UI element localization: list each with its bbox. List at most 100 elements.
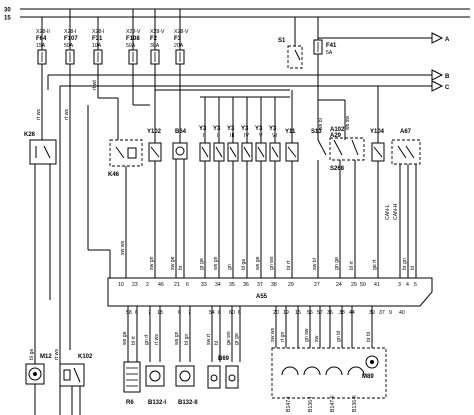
wire-label-1: rt ws [36,109,42,120]
fuse-f41-id: F41 [326,43,337,49]
offpage-label-a: A [445,37,450,43]
rail-label-30: 30 [4,8,11,14]
injector-y3-2-index: II [217,133,220,139]
fuse-f31-rating: 10A [92,43,102,49]
injector-y3-3-label: Y3 [227,126,235,132]
pin-bottom-12: 19 [283,310,289,316]
injector-y3-5-label: Y3 [255,126,263,132]
valve-y102-label: Y102 [147,129,162,135]
relay-k102-label: K102 [78,354,93,360]
offpage-connectors: A B C [48,32,450,92]
fuse-row: X28-II F64 15A X28-I F107 50A X28-I F31 … [36,9,189,140]
valve-y11: Y11 [285,90,299,278]
distribution-bus [133,89,345,106]
lower-wire-label-7: ws gn [174,331,180,345]
lower-wire-label-13: sw ws [270,327,276,342]
motor-m12-label: M12 [40,354,52,360]
valve-y104: Y104 [370,86,385,278]
motor-m89: M89 [362,355,379,380]
sensor-b136-i-label: B136-I [308,397,314,412]
wire-label-12: ws ge [255,256,261,270]
sensor-b64-label: B64 [175,129,187,135]
injector-y3-2: Y3 II [213,97,225,278]
lower-wire-label-16: sw [314,335,320,342]
fuse-f107-id: F107 [64,36,78,42]
fuse-f64-conn: X28-II [36,29,50,35]
fuse-f41: F41 5A [313,17,337,100]
sensor-b132-ii-label: B132-II [178,400,198,406]
sensor-block-b147: B147-I B136-I B147-II B136-II [271,347,387,412]
pin-bottom-1: 58 [126,310,132,316]
resistor-r6-label: R6 [126,400,134,406]
lower-wire-label-11: ge ws [226,331,232,345]
pin-top-17: 50 [360,282,366,288]
sensor-b64: B64 [172,80,188,278]
lower-wire-label-5: gn rt [144,334,150,345]
pin-bottom-21: 9 [389,310,392,316]
switch-a102-label: A102/ [330,127,346,133]
motor-m12: M12 [25,354,52,385]
switch-a102: A102/ A29 S268 [329,100,365,278]
wire-label-14: br rt [286,260,292,270]
pin-top-10: 36 [243,282,249,288]
lower-harness: 58 6 7 18 6 7 54 8 60 6 20 19 15 56 57 3… [126,306,405,362]
pin-bottom-6: 7 [188,310,191,316]
lower-wire-label-1: bl ge [29,349,35,360]
pin-bottom-9: 60 [229,310,235,316]
relay-k46: K46 [108,139,143,250]
injector-y3-1-label: Y3 [199,126,207,132]
pin-top-4: 46 [158,282,164,288]
injector-y3-6-index: VI [272,133,277,139]
pin-bottom-5: 6 [178,310,181,316]
offpage-label-c: C [445,85,450,91]
pin-bottom-18: 44 [349,310,355,316]
wire-label-21: ws bl [318,118,324,130]
offpage-arrow-c [431,80,444,92]
pin-bottom-7: 54 [209,310,215,316]
lower-wire-label-9: sw rt [206,333,212,345]
pin-bottom-17: 38 [339,310,345,316]
pin-top-12: 38 [271,282,277,288]
fuse-f31-id: F31 [92,36,103,42]
motor-m89-label: M89 [362,374,374,380]
injector-y3-4: Y3 IV [241,97,253,278]
injector-y3-6: Y3 VI [269,97,281,278]
lower-wire-label-15: gn sw [304,328,310,342]
control-unit-a55: A55 10 23 2 46 21 6 33 34 35 36 37 38 29… [107,277,433,307]
fuse-f108-id: F108 [126,36,140,42]
sensor-b132-ii: B132-II [175,365,198,406]
switch-s1-label: S1 [278,38,286,44]
fuse-f108-conn: X28-V [126,29,141,35]
fuse-f64-rating: 15A [36,43,46,49]
injector-y3-2-label: Y3 [213,126,221,132]
fuse-f3: X28-V F3 20A [174,9,189,80]
lower-wire-label-2: rt ws [54,349,60,360]
fuse-f2: X28-V F2 30A [150,9,165,90]
wire-label-2: rt ws [64,109,70,120]
wire-label-13: gn ws [269,256,275,270]
pin-top-15: 24 [336,282,342,288]
fuse-f3-id: F3 [174,36,182,42]
switch-s13-label: S13 [311,129,322,135]
injector-y3-1-index: I [203,133,204,139]
pin-top-19: 3 [398,282,401,288]
wire-label-20: bl [410,266,416,270]
valve-y11-label: Y11 [285,129,296,135]
pin-top-1: 10 [118,282,124,288]
feed-lines [47,75,71,415]
power-rails: 30 15 [4,8,470,22]
wire-label-17: bl rt [349,261,355,270]
pin-bottom-13: 15 [295,310,301,316]
wire-label-3: rt wt [92,80,98,90]
fuse-f41-rating: 5A [326,50,333,56]
valve-y104-label: Y104 [370,129,385,135]
fuse-f64-id: F64 [36,36,47,42]
pin-bottom-2: 6 [135,310,138,316]
relay-k26-label: K26 [24,132,36,138]
pin-bottom-16: 36 [327,310,333,316]
sensor-b132-i: B132-I [145,365,166,406]
pin-bottom-11: 20 [273,310,279,316]
offpage-label-b: B [445,74,450,80]
pin-bottom-22: 40 [399,310,405,316]
wire-label-5: sw gn [149,256,155,270]
